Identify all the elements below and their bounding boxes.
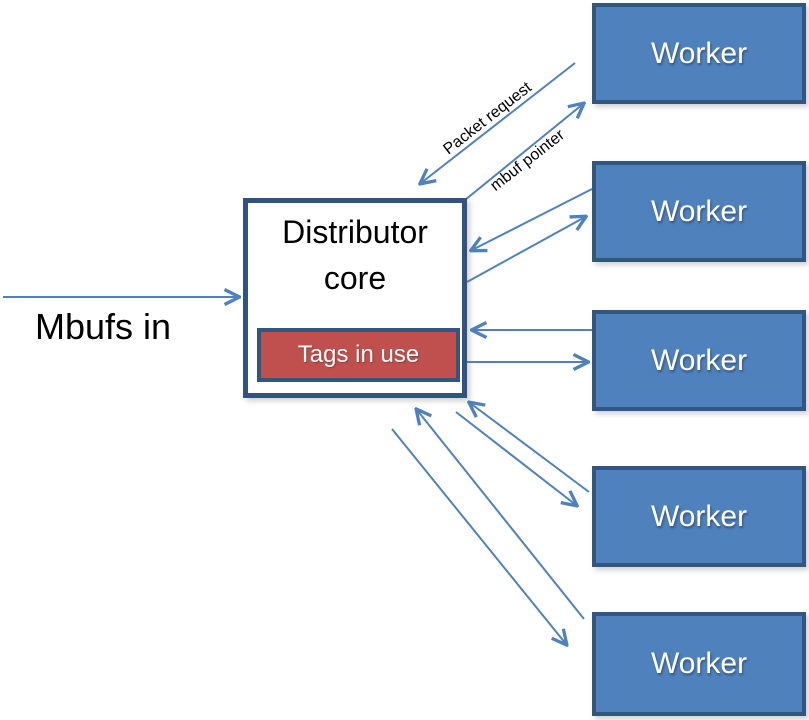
mbufs-in-label: Mbufs in [34, 306, 172, 347]
worker-box-4: Worker [592, 466, 806, 567]
worker-label: Worker [650, 36, 748, 70]
arrow-packet-request-worker1-to-distributor [421, 62, 576, 183]
worker-box-5: Worker [592, 612, 806, 716]
tags-in-use-label: Tags in use [297, 341, 420, 368]
arrow-distributor-to-worker5 [391, 428, 566, 644]
tags-in-use-box: Tags in use [257, 328, 460, 382]
worker-label: Worker [650, 499, 748, 533]
arrow-worker2-to-distributor [472, 188, 593, 250]
arrow-worker5-to-distributor [417, 410, 585, 620]
worker-box-1: Worker [592, 3, 806, 104]
distributor-core-title: Distributor core [282, 214, 428, 297]
arrow-distributor-to-worker4 [455, 411, 576, 505]
worker-box-3: Worker [592, 310, 806, 411]
worker-box-2: Worker [592, 161, 806, 262]
arrow-distributor-to-worker2 [466, 217, 585, 283]
worker-label: Worker [650, 647, 748, 680]
arrow-worker4-to-distributor [470, 403, 590, 493]
worker-label: Worker [650, 194, 748, 228]
arrow-mbuf-pointer-distributor-to-worker1 [464, 104, 583, 201]
worker-label: Worker [650, 343, 748, 377]
